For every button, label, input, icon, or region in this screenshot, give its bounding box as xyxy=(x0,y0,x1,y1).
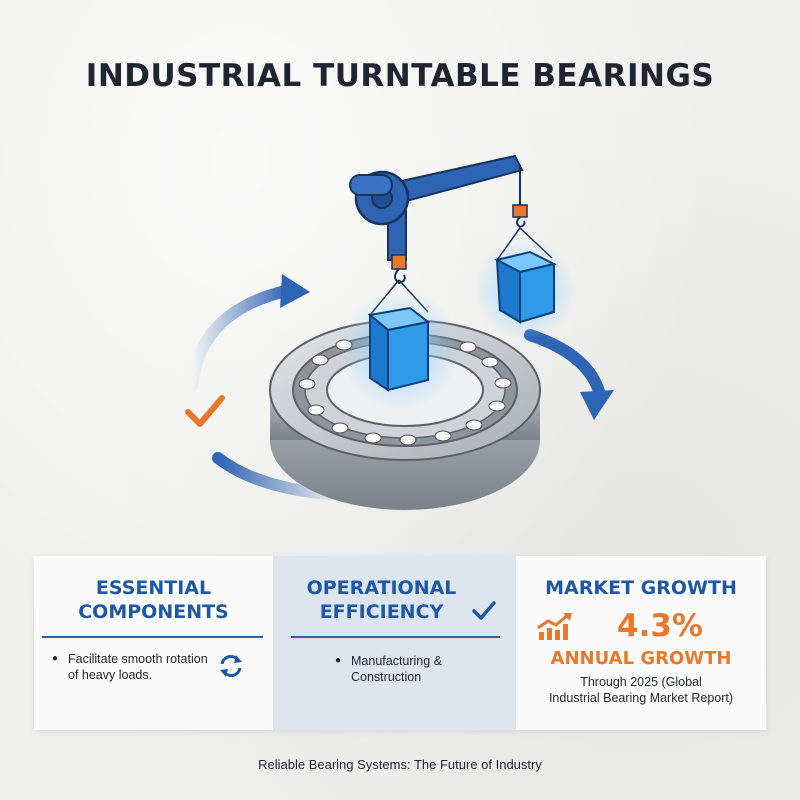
bullet-dot: ● xyxy=(52,653,59,664)
divider xyxy=(291,636,500,638)
card-market-growth: MARKET GROWTH 4.3% ANNUAL GROWTH Through… xyxy=(516,556,766,730)
bullet-item: ● Manufacturing & Construction xyxy=(335,653,475,685)
crane xyxy=(349,154,528,285)
card-title: OPERATIONAL EFFICIENCY xyxy=(306,577,457,623)
bullet-item: ● Facilitate smooth rotation of heavy lo… xyxy=(52,651,212,683)
orange-check-icon xyxy=(185,395,225,427)
card-title: MARKET GROWTH xyxy=(545,577,737,599)
bullet-text: Facilitate smooth rotation of heavy load… xyxy=(68,652,208,682)
bullet-dot: ● xyxy=(335,655,342,666)
growth-note: Through 2025 (Global Industrial Bearing … xyxy=(516,674,766,706)
page-title: INDUSTRIAL TURNTABLE BEARINGS xyxy=(85,58,715,94)
info-cards: ESSENTIAL COMPONENTS ● Facilitate smooth… xyxy=(34,556,766,730)
turntable-bearing-illustration xyxy=(185,154,614,510)
card-operational-efficiency: OPERATIONAL EFFICIENCY ● Manufacturing &… xyxy=(273,556,516,730)
lifted-cube-right xyxy=(475,227,575,340)
lifted-cube-center xyxy=(340,279,460,410)
trend-up-icon xyxy=(537,613,572,640)
card-essential-components: ESSENTIAL COMPONENTS ● Facilitate smooth… xyxy=(34,556,273,730)
growth-note-line: Industrial Bearing Market Report) xyxy=(548,691,734,705)
card-title: ESSENTIAL COMPONENTS xyxy=(78,577,229,623)
footer-tagline: Reliable Bearing Systems: The Future of … xyxy=(258,757,542,772)
check-icon xyxy=(472,601,496,620)
refresh-icon xyxy=(220,655,242,677)
bullet-text: Manufacturing & Construction xyxy=(351,654,443,684)
divider xyxy=(42,636,263,638)
growth-label: ANNUAL GROWTH xyxy=(550,648,732,669)
growth-note-line: Through 2025 (Global xyxy=(580,675,702,689)
rotation-arrow-right-icon xyxy=(524,329,614,420)
growth-value: 4.3% xyxy=(617,608,703,644)
growth-row: 4.3% xyxy=(530,608,760,648)
